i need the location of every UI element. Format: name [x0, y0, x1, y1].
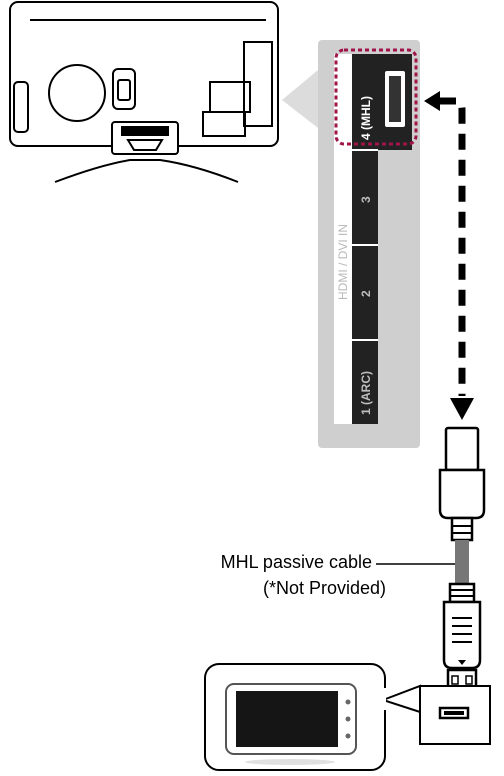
- hdmi-group-label: HDMI / DVI IN: [336, 224, 350, 300]
- port-label-3: 3: [359, 196, 373, 203]
- mobile-device-illustration: [204, 663, 421, 771]
- connection-arrow: [424, 91, 474, 420]
- arrow-head-left: [424, 91, 440, 111]
- cable-label-line1: MHL passive cable: [221, 552, 372, 572]
- arrow-head-down: [450, 398, 474, 420]
- cable-label: MHL passive cable (*Not Provided): [221, 552, 455, 598]
- plug-grip-ridges: [452, 617, 472, 643]
- port-label-4: 4 (MHL): [359, 96, 373, 140]
- port-label-1: 1 (ARC): [359, 371, 373, 415]
- cable-label-line2: (*Not Provided): [263, 578, 386, 598]
- device-usb-port: [419, 685, 491, 745]
- port-label-2: 2: [359, 290, 373, 297]
- hdmi-socket-port-4: [383, 69, 407, 129]
- hdmi-plug: [438, 426, 486, 542]
- mhl-cable: [455, 540, 469, 584]
- mhl-port-highlight: [334, 48, 418, 146]
- micro-usb-plug: [442, 582, 482, 692]
- zoom-callout: [282, 70, 318, 128]
- tv-rear: [9, 1, 279, 183]
